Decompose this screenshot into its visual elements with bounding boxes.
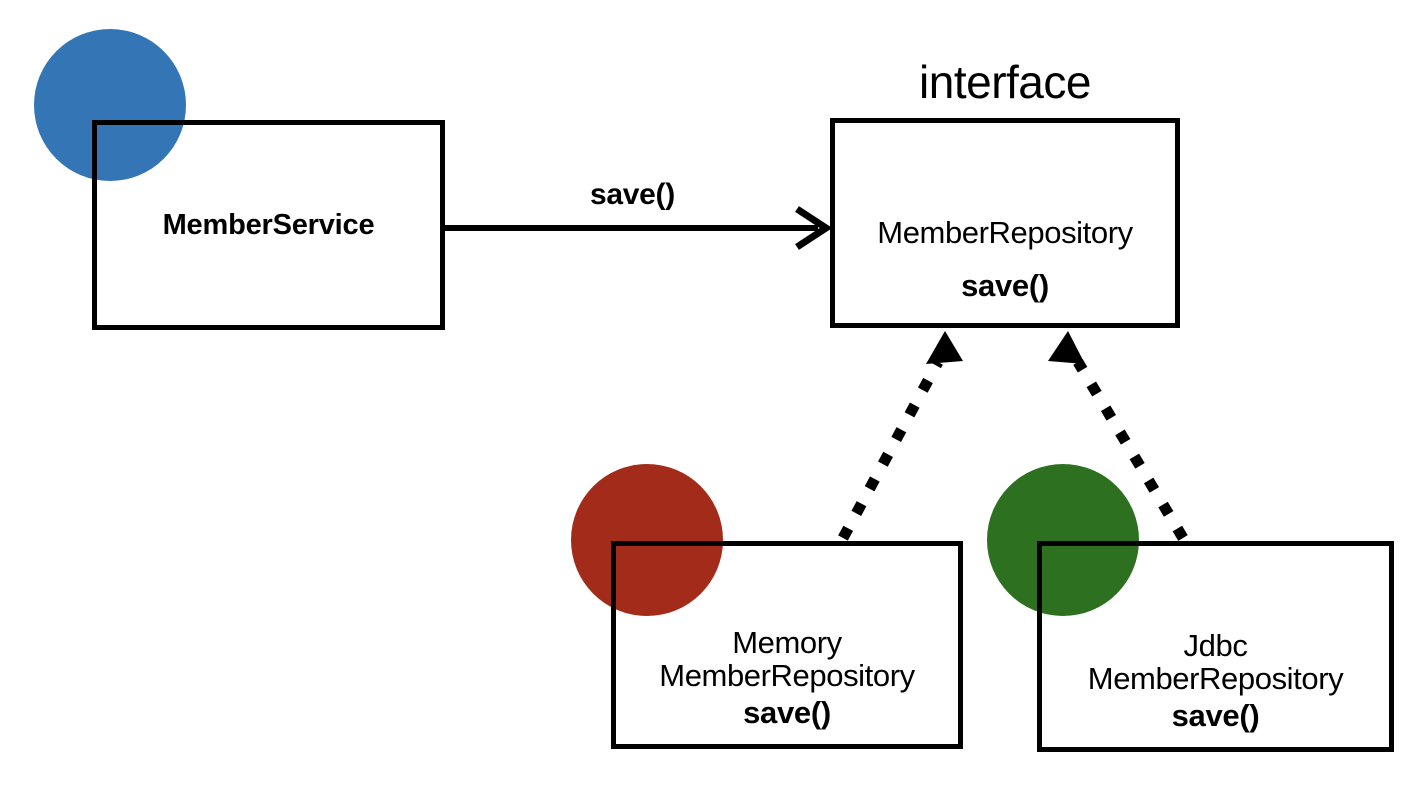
edge-label-save: save() (590, 178, 675, 211)
node-member-repository[interactable]: MemberRepository save() (830, 118, 1180, 328)
edge-line-memory-implements (838, 359, 943, 541)
green-circle-icon (987, 464, 1139, 616)
interface-stereotype-label: interface (919, 56, 1091, 108)
jdbc-member-repository-name-line1: Jdbc (1183, 628, 1248, 664)
member-service-name: MemberService (162, 208, 375, 241)
member-repository-method-save: save() (961, 268, 1049, 304)
arrowhead-triangle-jdbc-implements (1048, 331, 1085, 364)
blue-circle-icon (34, 29, 186, 181)
jdbc-member-repository-name-line2: MemberRepository (1087, 661, 1344, 697)
edge-service-to-repository (445, 206, 833, 250)
arrowhead-open-service-to-repository (795, 206, 833, 250)
arrowhead-triangle-memory-implements (926, 331, 963, 364)
memory-member-repository-name-line1: Memory (732, 625, 842, 661)
edge-jdbc-implements (1048, 331, 1188, 541)
node-member-service[interactable]: MemberService (92, 120, 445, 330)
red-circle-icon (571, 464, 723, 616)
edge-line-jdbc-implements (1073, 359, 1188, 541)
jdbc-member-repository-method-save: save() (1171, 698, 1260, 734)
memory-member-repository-method-save: save() (743, 695, 831, 731)
node-jdbc-member-repository[interactable]: Jdbc MemberRepository save() (1037, 541, 1394, 752)
memory-member-repository-name-line2: MemberRepository (659, 658, 915, 694)
edge-memory-implements (838, 331, 963, 541)
node-memory-member-repository[interactable]: Memory MemberRepository save() (611, 541, 963, 749)
member-repository-name: MemberRepository (877, 215, 1133, 251)
